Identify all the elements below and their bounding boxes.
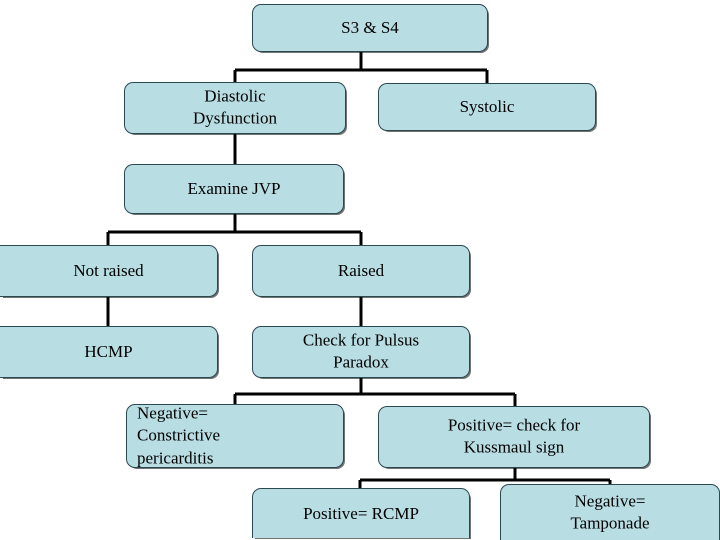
node-check-pulsus-paradox[interactable]: Check for Pulsus Paradox <box>252 326 470 378</box>
node-label: Diastolic Dysfunction <box>192 86 278 128</box>
node-label: Raised <box>337 260 385 280</box>
node-label: S3 & S4 <box>341 17 399 37</box>
node-label: Examine JVP <box>187 178 281 198</box>
node-label: Positive= RCMP <box>303 503 419 523</box>
node-label: HCMP <box>84 341 133 361</box>
node-not-raised[interactable]: Not raised <box>0 245 218 297</box>
node-negative-constrictive-pericarditis[interactable]: Negative= Constrictive pericarditis <box>126 403 344 468</box>
node-label: Check for Pulsus Paradox <box>302 330 420 372</box>
node-positive-rcmp[interactable]: Positive= RCMP <box>252 488 470 538</box>
node-label: Not raised <box>73 260 144 280</box>
node-raised[interactable]: Raised <box>252 245 470 297</box>
node-label: Systolic <box>459 96 515 116</box>
node-positive-kussmaul-sign[interactable]: Positive= check for Kussmaul sign <box>378 406 650 468</box>
node-examine-jvp[interactable]: Examine JVP <box>124 164 344 214</box>
node-label: Negative= Constrictive pericarditis <box>137 403 221 468</box>
node-s3-s4[interactable]: S3 & S4 <box>252 4 488 52</box>
node-label: Negative= Tamponade <box>570 491 650 533</box>
node-diastolic-dysfunction[interactable]: Diastolic Dysfunction <box>124 82 346 134</box>
node-negative-tamponade[interactable]: Negative= Tamponade <box>500 484 720 540</box>
node-systolic[interactable]: Systolic <box>378 83 596 131</box>
node-hcmp[interactable]: HCMP <box>0 326 218 378</box>
node-label: Positive= check for Kussmaul sign <box>447 415 581 457</box>
